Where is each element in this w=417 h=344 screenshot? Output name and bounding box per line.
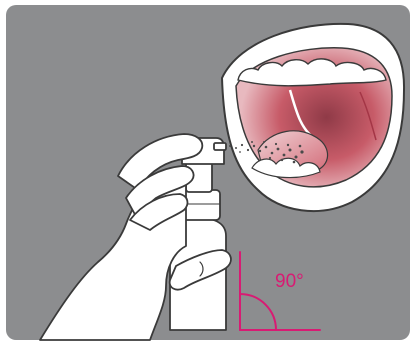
angle-label: 90° (275, 271, 304, 293)
